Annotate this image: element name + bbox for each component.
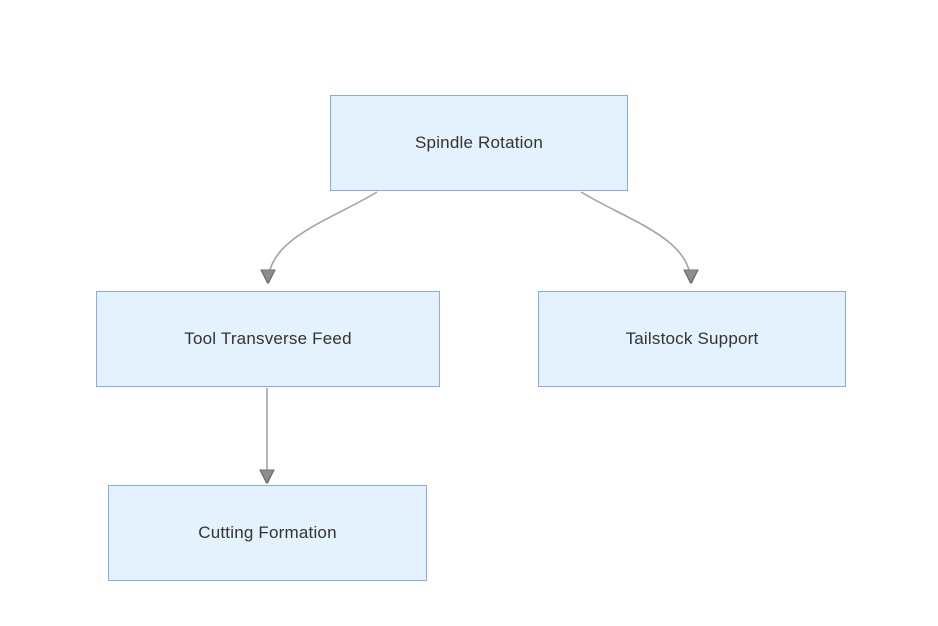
node-label: Tailstock Support bbox=[625, 329, 759, 348]
node-label: Cutting Formation bbox=[198, 523, 337, 542]
node-label: Tool Transverse Feed bbox=[184, 329, 352, 348]
node-tool-transverse-feed: Tool Transverse Feed bbox=[96, 291, 440, 387]
node-label: Spindle Rotation bbox=[415, 133, 543, 152]
edge-spindle-to-tool bbox=[268, 191, 378, 283]
node-spindle-rotation: Spindle Rotation bbox=[330, 95, 628, 191]
edge-spindle-to-tailstock bbox=[580, 191, 691, 283]
node-cutting-formation: Cutting Formation bbox=[108, 485, 427, 581]
node-tailstock-support: Tailstock Support bbox=[538, 291, 846, 387]
